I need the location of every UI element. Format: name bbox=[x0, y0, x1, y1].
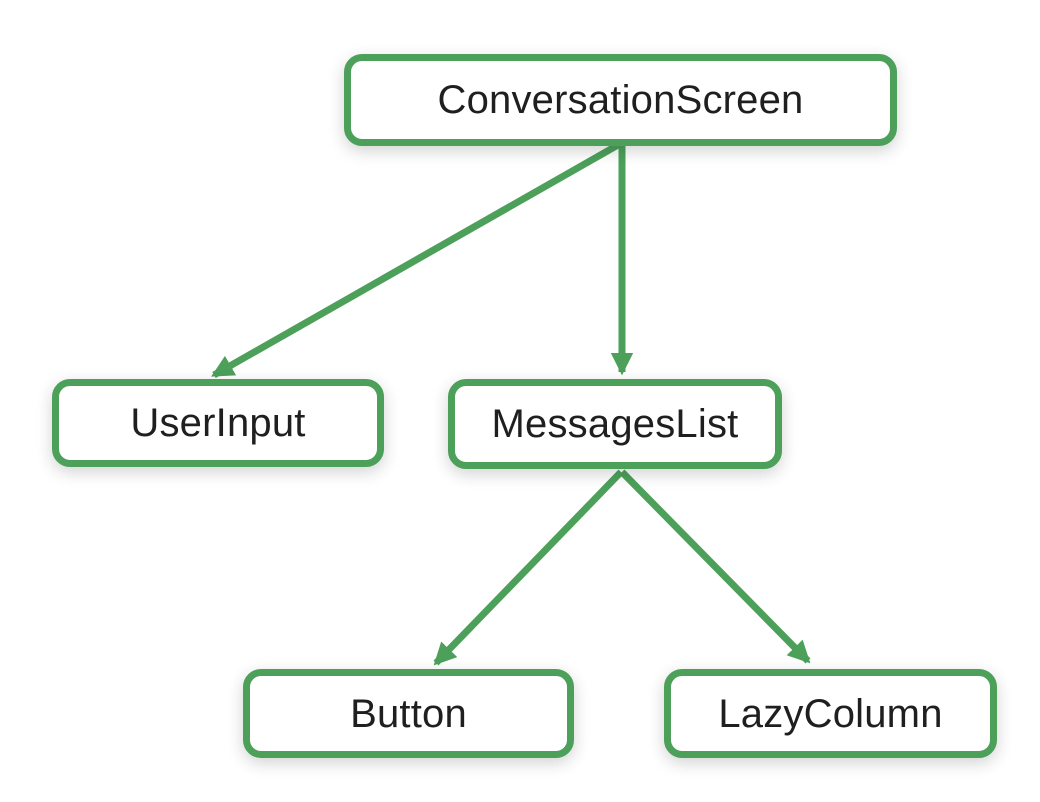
node-conversation-screen: ConversationScreen bbox=[344, 54, 897, 146]
edge-messageslist-lazycolumn bbox=[619, 469, 811, 664]
edge-conversationscreen-userinput bbox=[211, 141, 620, 379]
node-user-input-label: UserInput bbox=[130, 401, 306, 445]
edge-messageslist-button bbox=[433, 469, 624, 666]
node-messages-list-label: MessagesList bbox=[491, 402, 739, 446]
node-button: Button bbox=[243, 669, 574, 758]
node-lazy-column-label: LazyColumn bbox=[718, 691, 943, 736]
node-lazy-column: LazyColumn bbox=[664, 669, 997, 758]
node-button-label: Button bbox=[350, 691, 467, 736]
node-messages-list: MessagesList bbox=[448, 379, 782, 469]
node-conversation-screen-label: ConversationScreen bbox=[437, 78, 804, 122]
node-user-input: UserInput bbox=[52, 379, 384, 467]
